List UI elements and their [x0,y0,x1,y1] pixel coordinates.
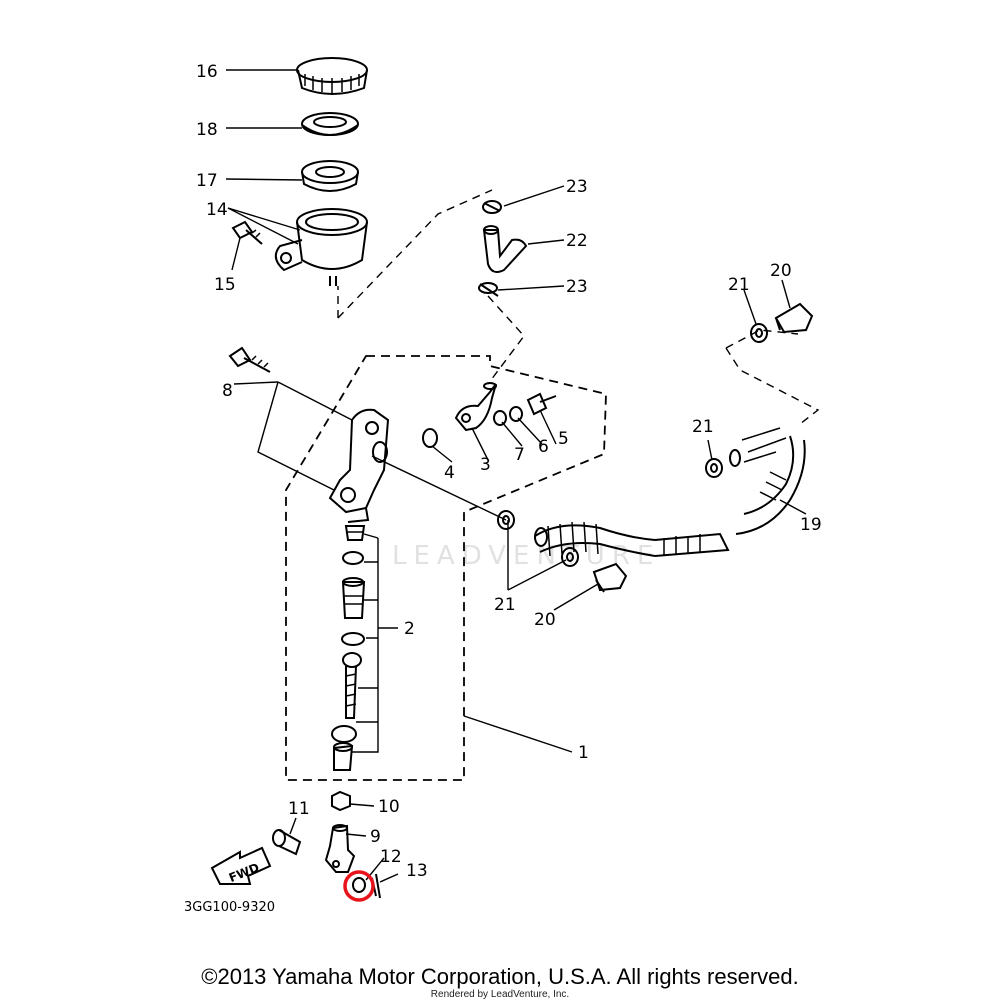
part-6-washer[interactable] [509,406,523,422]
callout-7[interactable]: 7 [514,445,525,465]
leader-lines [225,69,820,883]
part-20-union-bolt-upper[interactable] [774,302,814,334]
part-4-o-ring[interactable] [422,428,438,448]
callout-8[interactable]: 8 [222,381,233,401]
assembly-boundary [285,355,607,781]
callout-23-lower[interactable]: 23 [566,277,588,297]
callout-22[interactable]: 22 [566,231,588,251]
callout-9[interactable]: 9 [370,827,381,847]
callout-17[interactable]: 17 [196,171,218,191]
callout-21-upper[interactable]: 21 [728,275,750,295]
part-10-nut[interactable] [331,790,351,812]
callout-20-lower[interactable]: 20 [534,610,556,630]
part-12-washer[interactable] [352,877,366,893]
part-7-washer[interactable] [493,410,507,426]
part-21-gasket-mid[interactable] [705,458,723,478]
part-23-hose-clamp-upper[interactable] [482,200,502,214]
render-credit: Rendered by LeadVenture, Inc. [430,989,570,1000]
callout-21-lower[interactable]: 21 [494,595,516,615]
callout-10[interactable]: 10 [378,797,400,817]
callout-1[interactable]: 1 [578,743,589,763]
callout-2[interactable]: 2 [404,619,415,639]
part-22-reservoir-hose[interactable] [482,225,528,273]
part-2-piston-kit[interactable] [331,525,366,771]
callout-4[interactable]: 4 [444,463,455,483]
part-11-pin[interactable] [272,829,302,856]
callout-18[interactable]: 18 [196,120,218,140]
highlight-ring [343,870,375,902]
copyright-notice: ©2013 Yamaha Motor Corporation, U.S.A. A… [201,964,799,989]
part-3-hose-joint[interactable] [454,382,497,432]
part-23-hose-clamp-lower[interactable] [478,282,499,297]
callout-5[interactable]: 5 [558,429,569,449]
part-21-gasket-upper[interactable] [750,323,768,343]
part-21-gasket-lower[interactable] [497,510,579,567]
part-19-brake-hose[interactable] [534,427,806,557]
fwd-arrow-icon: FWD [210,846,272,885]
callout-11[interactable]: 11 [288,799,310,819]
callout-14[interactable]: 14 [206,200,228,220]
callout-6[interactable]: 6 [538,437,549,457]
callout-19[interactable]: 19 [800,515,822,535]
part-20-union-bolt-lower[interactable] [592,562,628,593]
callout-23-upper[interactable]: 23 [566,177,588,197]
callout-labels: 16 18 17 14 15 8 23 22 23 21 20 21 19 5 … [196,62,822,881]
part-15-bolt[interactable] [231,220,263,245]
callout-15[interactable]: 15 [214,275,236,295]
callout-3[interactable]: 3 [480,455,491,475]
part-16-reservoir-cap[interactable] [296,57,368,95]
callout-13[interactable]: 13 [406,861,428,881]
part-14-reservoir-tank[interactable] [274,208,368,286]
part-17-diaphragm[interactable] [301,160,359,192]
diagram-code: 3GG100-9320 [184,900,275,915]
callout-16[interactable]: 16 [196,62,218,82]
part-18-diaphragm-holder[interactable] [301,112,359,136]
callout-21-mid[interactable]: 21 [692,417,714,437]
master-cylinder-body[interactable] [328,408,390,523]
callout-20-upper[interactable]: 20 [770,261,792,281]
part-8-bolt[interactable] [228,346,271,373]
callout-12[interactable]: 12 [380,847,402,867]
part-9-clevis[interactable] [324,824,356,873]
part-5-screw[interactable] [526,392,557,416]
